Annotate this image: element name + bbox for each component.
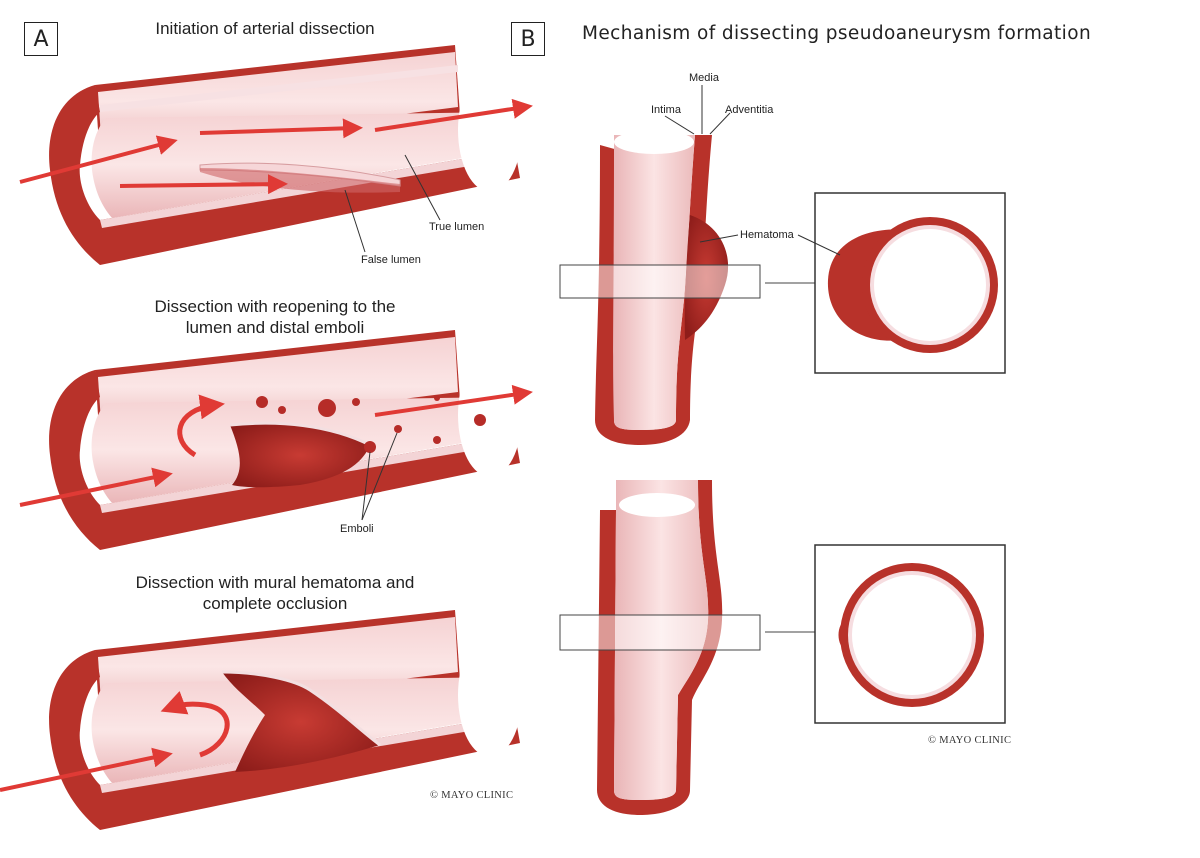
cut-plane-top	[559, 264, 761, 299]
vessel-reopening	[49, 330, 522, 550]
leader-false-lumen	[344, 189, 366, 253]
title-mechanism: Mechanism of dissecting pseudoaneurysm f…	[582, 23, 1092, 44]
label-emboli: Emboli	[340, 523, 374, 535]
label-adventitia: Adventitia	[725, 104, 774, 116]
leader-hematoma-section	[797, 234, 841, 256]
leader-true-lumen	[404, 154, 441, 221]
label-false-lumen: False lumen	[361, 254, 421, 266]
arrow-reopening-2	[374, 384, 533, 417]
title-reopening: Dissection with reopening to the lumen a…	[154, 297, 396, 337]
leader-adventitia	[709, 112, 731, 135]
emboli	[256, 395, 486, 453]
title-initiation: Initiation of arterial dissection	[155, 19, 375, 38]
label-hematoma: Hematoma	[740, 229, 794, 241]
arrow-reopening-1	[19, 467, 173, 507]
credit-panel-a: © MAYO CLINIC	[430, 790, 514, 801]
title-occlusion: Dissection with mural hematoma and compl…	[135, 573, 415, 613]
panel-b-label: B	[511, 22, 545, 56]
panel-a-label: A	[24, 22, 58, 56]
arrow-occlusion-1	[0, 747, 173, 792]
label-intima: Intima	[651, 104, 681, 116]
leader-intima	[664, 115, 695, 135]
leader-emboli-1	[361, 451, 371, 521]
arrow-initiation-3	[119, 174, 288, 195]
arrow-initiation-1	[19, 135, 178, 184]
label-media: Media	[689, 72, 719, 84]
arrow-initiation-4	[374, 98, 533, 132]
leader-hematoma	[699, 234, 739, 243]
label-true-lumen: True lumen	[429, 221, 485, 233]
cross-section-hematoma	[827, 217, 998, 353]
recirculation-arrow-2	[177, 394, 225, 458]
arrow-initiation-2	[199, 118, 363, 139]
cut-plane-bottom	[559, 614, 761, 651]
cross-section-pseudoaneurysm	[838, 563, 984, 707]
recirculation-arrow-3	[160, 691, 230, 758]
leader-emboli-2	[361, 432, 398, 521]
credit-panel-b: © MAYO CLINIC	[928, 735, 1012, 746]
